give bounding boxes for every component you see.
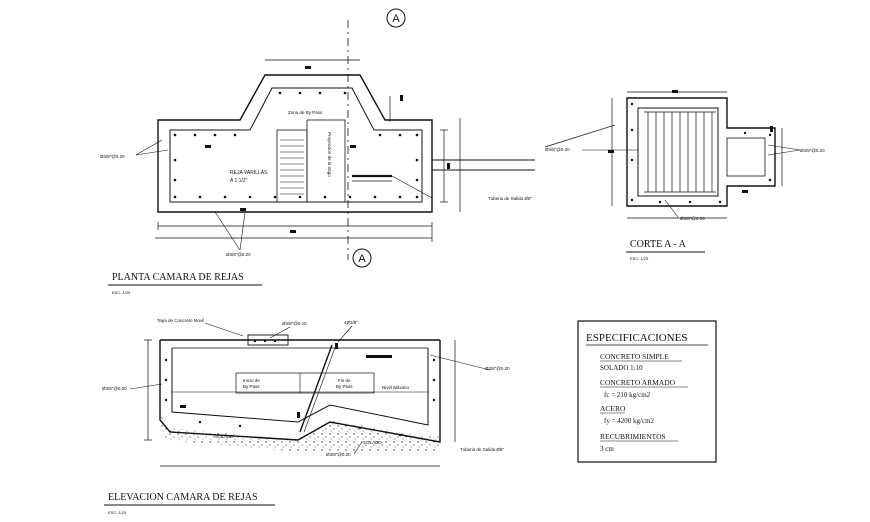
section-marker-bottom: A bbox=[352, 248, 372, 268]
bypass-zone-label: Zona de By Pass bbox=[288, 110, 323, 115]
section-scale: ESC. 1/25 bbox=[630, 256, 649, 261]
svg-text:A: A bbox=[392, 13, 400, 25]
plan-dimensions bbox=[155, 59, 461, 242]
plan-rebar-bottom-label: Ø3/8"@0.20 bbox=[226, 252, 251, 257]
section-marker-top: A bbox=[386, 8, 406, 28]
section-inner-wall bbox=[637, 107, 719, 197]
elevation-max-level: Nivel Máximo bbox=[382, 385, 410, 390]
specs-box: ESPECIFICACIONES CONCRETO SIMPLE SOLADO … bbox=[577, 320, 717, 463]
section-rebar-right-label: Ø3/8"@0.20 bbox=[800, 148, 825, 153]
elevation-outer-wall bbox=[159, 340, 441, 443]
plan-rebar-left-label: Ø3/8"@0.20 bbox=[100, 154, 125, 159]
elevation-bypass-start-2: By Pass bbox=[243, 384, 260, 389]
elevation-grate-diagonal bbox=[299, 344, 333, 433]
plan-rebar-dots bbox=[173, 66, 450, 233]
specs-concreto-armado: CONCRETO ARMADO bbox=[600, 378, 676, 387]
elevation-dimensions bbox=[144, 339, 456, 467]
elevation-solado-2: SOLADO bbox=[363, 440, 382, 445]
section-rebar-bottom-label: Ø3/8"@0.20 bbox=[680, 216, 705, 221]
elevation-bypass-end-2: By Pass bbox=[336, 384, 353, 389]
elevation-cover-label: Tapa de Concreto Movil bbox=[157, 318, 204, 323]
grate-spec: A 1 1/2" bbox=[230, 178, 248, 184]
bypass-channel bbox=[306, 119, 346, 203]
section-dimensions bbox=[544, 91, 783, 219]
specs-frame bbox=[577, 320, 717, 463]
plan-outlet-pipe-label: Tuberia de Salida Ø6" bbox=[488, 196, 532, 201]
elevation-scale: ESC. 1/25 bbox=[108, 510, 127, 515]
grate-zone bbox=[276, 129, 308, 203]
plan-title: PLANTA CAMARA DE REJAS bbox=[112, 272, 244, 283]
bypass-projection-label: Proyeccion de la Vago bbox=[327, 132, 332, 177]
section-outlet-box bbox=[726, 137, 766, 177]
elevation-bypass-start-1: Inicio de bbox=[243, 378, 260, 383]
grate-label: REJA VARILLAS bbox=[230, 170, 268, 176]
specs-solado: SOLADO 1:10 bbox=[600, 364, 643, 372]
specs-concreto-simple: CONCRETO SIMPLE bbox=[600, 352, 669, 361]
elevation-movable-cover bbox=[247, 334, 289, 346]
plan-scale: ESC. 1/25 bbox=[112, 290, 131, 295]
plan-inner-wall bbox=[169, 87, 423, 203]
section-title: CORTE A - A bbox=[630, 239, 687, 250]
elevation-top-rebar-1: Ø3/8"@0.10 bbox=[282, 321, 307, 326]
svg-text:A: A bbox=[358, 253, 366, 265]
section-view bbox=[544, 90, 801, 219]
specs-acero: ACERO bbox=[600, 404, 626, 413]
elevation-view bbox=[129, 322, 491, 467]
elevation-bypass-box bbox=[235, 372, 375, 394]
specs-cover: 3 cm bbox=[600, 445, 614, 453]
elevation-top-rebar-2: 4Ø3/8" bbox=[344, 320, 358, 325]
specs-recubrimientos: RECUBRIMIENTOS bbox=[600, 432, 666, 441]
plan-view bbox=[135, 20, 535, 260]
plan-outer-wall bbox=[157, 74, 433, 213]
section-outer-wall bbox=[626, 97, 776, 207]
specs-title: ESPECIFICACIONES bbox=[586, 332, 687, 344]
specs-fc: fc = 210 kg/cm2 bbox=[604, 391, 651, 399]
elevation-inner-wall bbox=[171, 348, 429, 426]
elevation-rebar-left-label: Ø3/8"@0.20 bbox=[102, 386, 127, 391]
elevation-gravel-base bbox=[158, 412, 440, 452]
elevation-bypass-end-1: Fin de bbox=[338, 378, 351, 383]
elevation-solado-1: SOLADO bbox=[215, 434, 234, 439]
elevation-outlet-pipe-label: Tuberia de Salida Ø6" bbox=[460, 447, 504, 452]
elevation-rebar-bottom-label: Ø3/8"@0.20 bbox=[326, 452, 351, 457]
section-grate-bars bbox=[644, 111, 716, 193]
elevation-rebar-right-label: Ø3/8"@0.20 bbox=[485, 366, 510, 371]
grate-bars bbox=[280, 139, 304, 195]
specs-fy: fy = 4200 kg/cm2 bbox=[604, 417, 655, 425]
elevation-title: ELEVACION CAMARA DE REJAS bbox=[108, 492, 258, 503]
section-rebar-left-label: Ø3/8"@0.20 bbox=[545, 147, 570, 152]
